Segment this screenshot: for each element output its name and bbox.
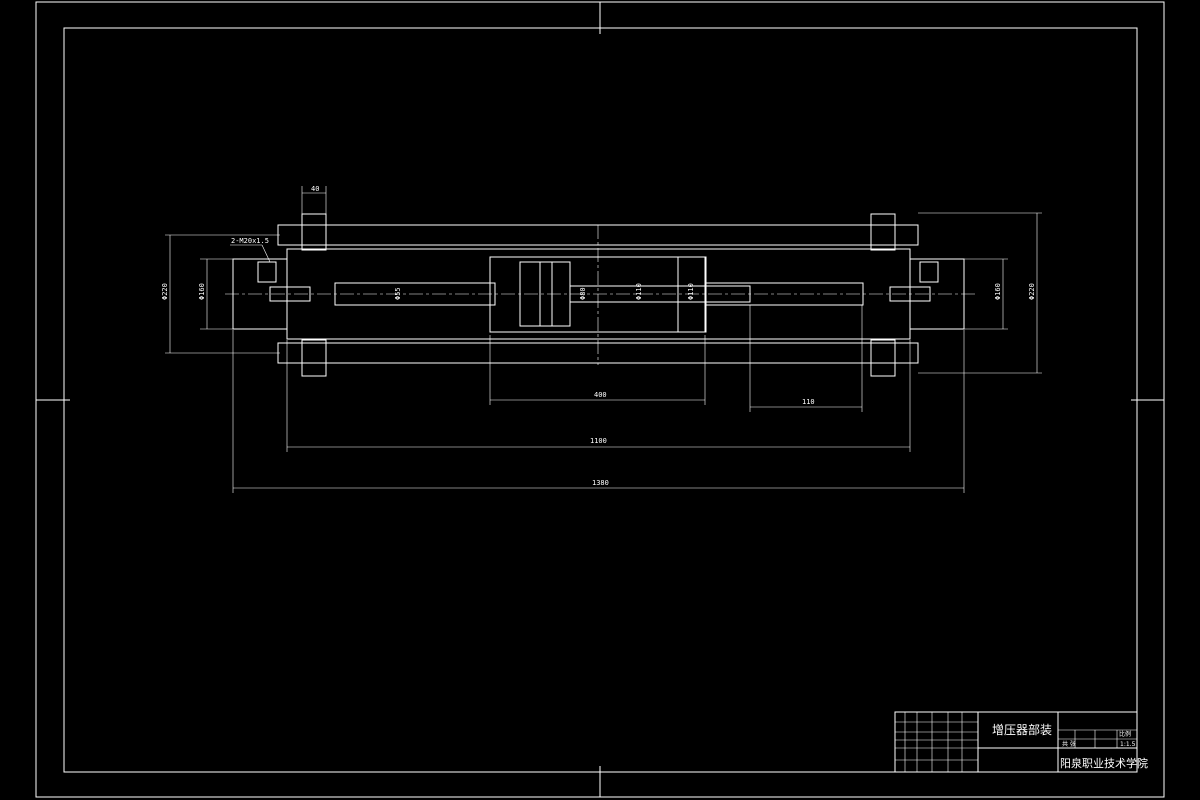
dim-labels: 40 2-M20x1.5 Φ220 Φ160 Φ55 Φ80 Φ110 Φ110… <box>161 185 1036 487</box>
nut-top-left <box>301 213 327 251</box>
dim-1380: 1380 <box>592 479 609 487</box>
right-port-fitting <box>919 261 939 283</box>
dim-small-bore: Φ55 <box>394 287 402 300</box>
nut-bottom-left <box>301 339 327 377</box>
dim-right-bore: Φ160 <box>994 283 1002 300</box>
dim-rod-right: Φ110 <box>687 283 695 300</box>
nut-bottom-right <box>870 339 896 377</box>
dim-left-outer: Φ220 <box>161 283 169 300</box>
assembly <box>225 213 975 377</box>
dimensions <box>165 186 1042 493</box>
dim-left-inner: Φ160 <box>198 283 206 300</box>
dim-40: 40 <box>311 185 319 193</box>
rod-seal-block <box>677 256 707 333</box>
large-bore <box>489 256 706 333</box>
left-port-fitting <box>257 261 277 283</box>
dim-400: 400 <box>594 391 607 399</box>
dim-piston: Φ80 <box>579 287 587 300</box>
school-name: 阳泉职业技术学院 <box>1060 756 1148 770</box>
outer-border <box>35 1 1165 798</box>
scale-value: 1:1.5 <box>1120 741 1136 748</box>
dim-rod: Φ110 <box>635 283 643 300</box>
dim-110: 110 <box>802 398 815 406</box>
left-plunger <box>269 286 311 302</box>
center-marks <box>36 2 1164 797</box>
dim-right-outer: Φ220 <box>1028 283 1036 300</box>
dim-1100: 1100 <box>590 437 607 445</box>
dim-port-thread: 2-M20x1.5 <box>231 237 269 245</box>
right-plunger <box>889 286 931 302</box>
scale-label: 比例 <box>1119 730 1131 738</box>
sheet-label: 共 张 <box>1062 740 1076 748</box>
title-block: 增压器部装 阳泉职业技术学院 1:1.5 比例 共 张 <box>894 711 1148 773</box>
drawing-title: 增压器部装 <box>992 722 1052 737</box>
nut-top-right <box>870 213 896 251</box>
